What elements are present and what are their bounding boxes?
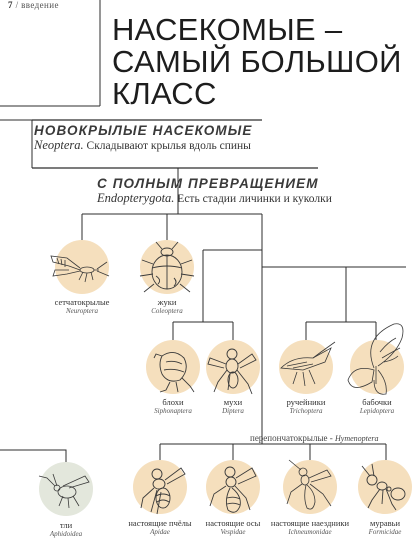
ant-circle — [358, 460, 412, 514]
lacewing-icon — [50, 255, 110, 283]
running-header: 7 / введение — [8, 0, 59, 10]
ant-icon — [361, 463, 406, 511]
caddisfly-circle — [279, 340, 336, 394]
fly-circle — [206, 340, 260, 395]
endopterygota-description: Есть стадии личинки и куколки — [177, 193, 332, 205]
neoptera-description: Складывают крылья вдоль спины — [86, 140, 251, 152]
group-label-caddisflies: ручейники Trichoptera — [286, 397, 326, 416]
flea-icon — [153, 352, 195, 393]
butterfly-icon — [347, 323, 404, 395]
header-section: введение — [21, 0, 59, 10]
group-label-aphids: тли Aphidoidea — [49, 520, 83, 539]
page-number: 7 — [8, 0, 13, 10]
aphid-circle — [38, 462, 93, 516]
group-label-ants: муравьи Formicidae — [368, 518, 402, 537]
beetle-icon — [139, 241, 195, 293]
header-separator: / — [15, 0, 19, 10]
wasp-icon — [209, 466, 257, 513]
endopterygota-heading: С ПОЛНЫМ ПРЕВРАЩЕНИЕМ — [97, 176, 319, 191]
endopterygota-latin: Endopterygota. — [97, 191, 175, 205]
title-line-3: КЛАСС — [112, 76, 217, 111]
page-title: НАСЕКОМЫЕ – САМЫЙ БОЛЬШОЙ КЛАСС — [112, 14, 412, 110]
group-label-wasps: настоящие осы Vespidae — [205, 518, 261, 537]
flea-circle — [146, 340, 200, 394]
bee-icon — [140, 467, 186, 515]
neoptera-latin: Neoptera. — [34, 138, 84, 152]
aphid-icon — [38, 473, 90, 509]
group-label-butterflies: бабочки Lepidoptera — [359, 397, 395, 416]
wasp-circle — [206, 460, 260, 514]
group-label-fleas: блохи Siphonaptera — [154, 397, 192, 416]
endopterygota-subtitle: Endopterygota. Есть стадии личинки и кук… — [97, 191, 332, 206]
group-label-beetles: жуки Coleoptera — [151, 297, 183, 316]
hymenoptera-label: перепончатокрылые - Hymenoptera — [250, 433, 379, 443]
neoptera-heading: НОВОКРЫЛЫЕ НАСЕКОМЫЕ — [34, 123, 253, 138]
neoptera-subtitle: Neoptera. Складывают крылья вдоль спины — [34, 138, 251, 153]
group-label-flies: мухи Diptera — [222, 397, 244, 416]
title-line-2: САМЫЙ БОЛЬШОЙ — [112, 44, 402, 79]
ichneumon-icon — [286, 459, 332, 510]
bee-circle — [133, 460, 187, 515]
title-line-1: НАСЕКОМЫЕ – — [112, 12, 343, 47]
fly-icon — [207, 348, 257, 395]
group-label-ichneumons: настоящие наездники Ichneumonidae — [270, 518, 350, 537]
group-label-bees: настоящие пчёлы Apidae — [128, 518, 192, 537]
caddisfly-icon — [280, 341, 336, 387]
butterfly-circle — [347, 323, 404, 395]
group-label-lacewings: сетчатокрылые Neuroptera — [54, 297, 110, 316]
lacewing-circle — [50, 240, 110, 294]
beetle-circle — [139, 240, 195, 294]
ichneumon-circle — [283, 459, 337, 514]
